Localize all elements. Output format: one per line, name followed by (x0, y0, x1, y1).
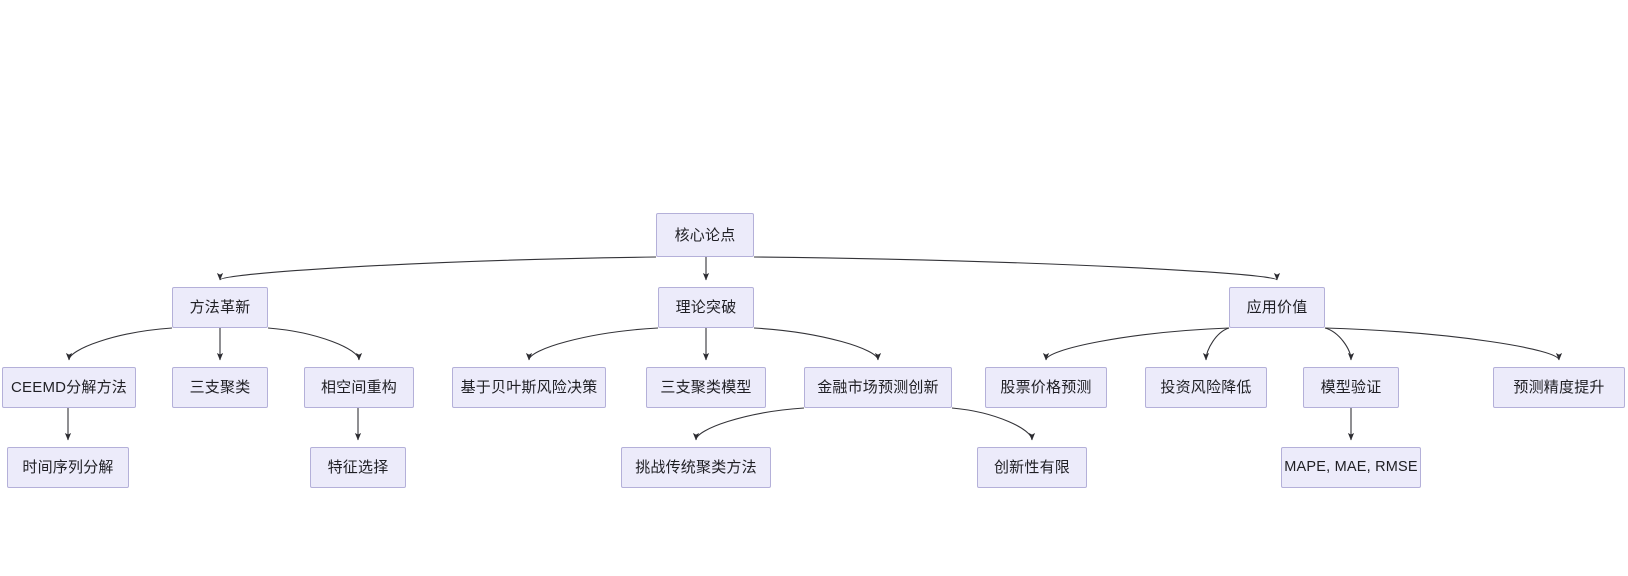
node-label: 基于贝叶斯风险决策 (460, 379, 598, 396)
node-root[interactable]: 核心论点 (656, 213, 754, 257)
node-challenge[interactable]: 挑战传统聚类方法 (621, 447, 771, 488)
node-label: 应用价值 (1246, 299, 1308, 316)
node-risk[interactable]: 投资风险降低 (1145, 367, 1267, 408)
node-valid[interactable]: 模型验证 (1303, 367, 1399, 408)
node-label: MAPE, MAE, RMSE (1284, 459, 1418, 476)
node-theory[interactable]: 理论突破 (658, 287, 754, 328)
node-accuracy[interactable]: 预测精度提升 (1493, 367, 1625, 408)
node-tsdecomp[interactable]: 时间序列分解 (7, 447, 129, 488)
node-ceemd[interactable]: CEEMD分解方法 (2, 367, 136, 408)
node-metrics[interactable]: MAPE, MAE, RMSE (1281, 447, 1421, 488)
node-label: 金融市场预测创新 (817, 379, 939, 396)
node-label: 特征选择 (327, 459, 389, 476)
node-bayes[interactable]: 基于贝叶斯风险决策 (452, 367, 606, 408)
node-label: 相空间重构 (320, 379, 397, 396)
node-label: 时间序列分解 (22, 459, 114, 476)
node-label: 股票价格预测 (1000, 379, 1092, 396)
node-label: 投资风险降低 (1160, 379, 1252, 396)
node-label: CEEMD分解方法 (11, 379, 127, 396)
node-label: 创新性有限 (993, 459, 1070, 476)
node-method[interactable]: 方法革新 (172, 287, 268, 328)
node-stock[interactable]: 股票价格预测 (985, 367, 1107, 408)
node-tri3[interactable]: 三支聚类 (172, 367, 268, 408)
node-label: 方法革新 (189, 299, 251, 316)
node-tri3model[interactable]: 三支聚类模型 (646, 367, 766, 408)
node-label: 理论突破 (675, 299, 737, 316)
node-limited[interactable]: 创新性有限 (977, 447, 1087, 488)
node-label: 模型验证 (1320, 379, 1382, 396)
node-applied[interactable]: 应用价值 (1229, 287, 1325, 328)
node-label: 三支聚类 (189, 379, 251, 396)
node-label: 核心论点 (674, 226, 736, 244)
node-label: 挑战传统聚类方法 (635, 459, 757, 476)
node-label: 预测精度提升 (1513, 379, 1605, 396)
node-phase[interactable]: 相空间重构 (304, 367, 414, 408)
node-label: 三支聚类模型 (660, 379, 752, 396)
node-feature[interactable]: 特征选择 (310, 447, 406, 488)
node-finance[interactable]: 金融市场预测创新 (804, 367, 952, 408)
